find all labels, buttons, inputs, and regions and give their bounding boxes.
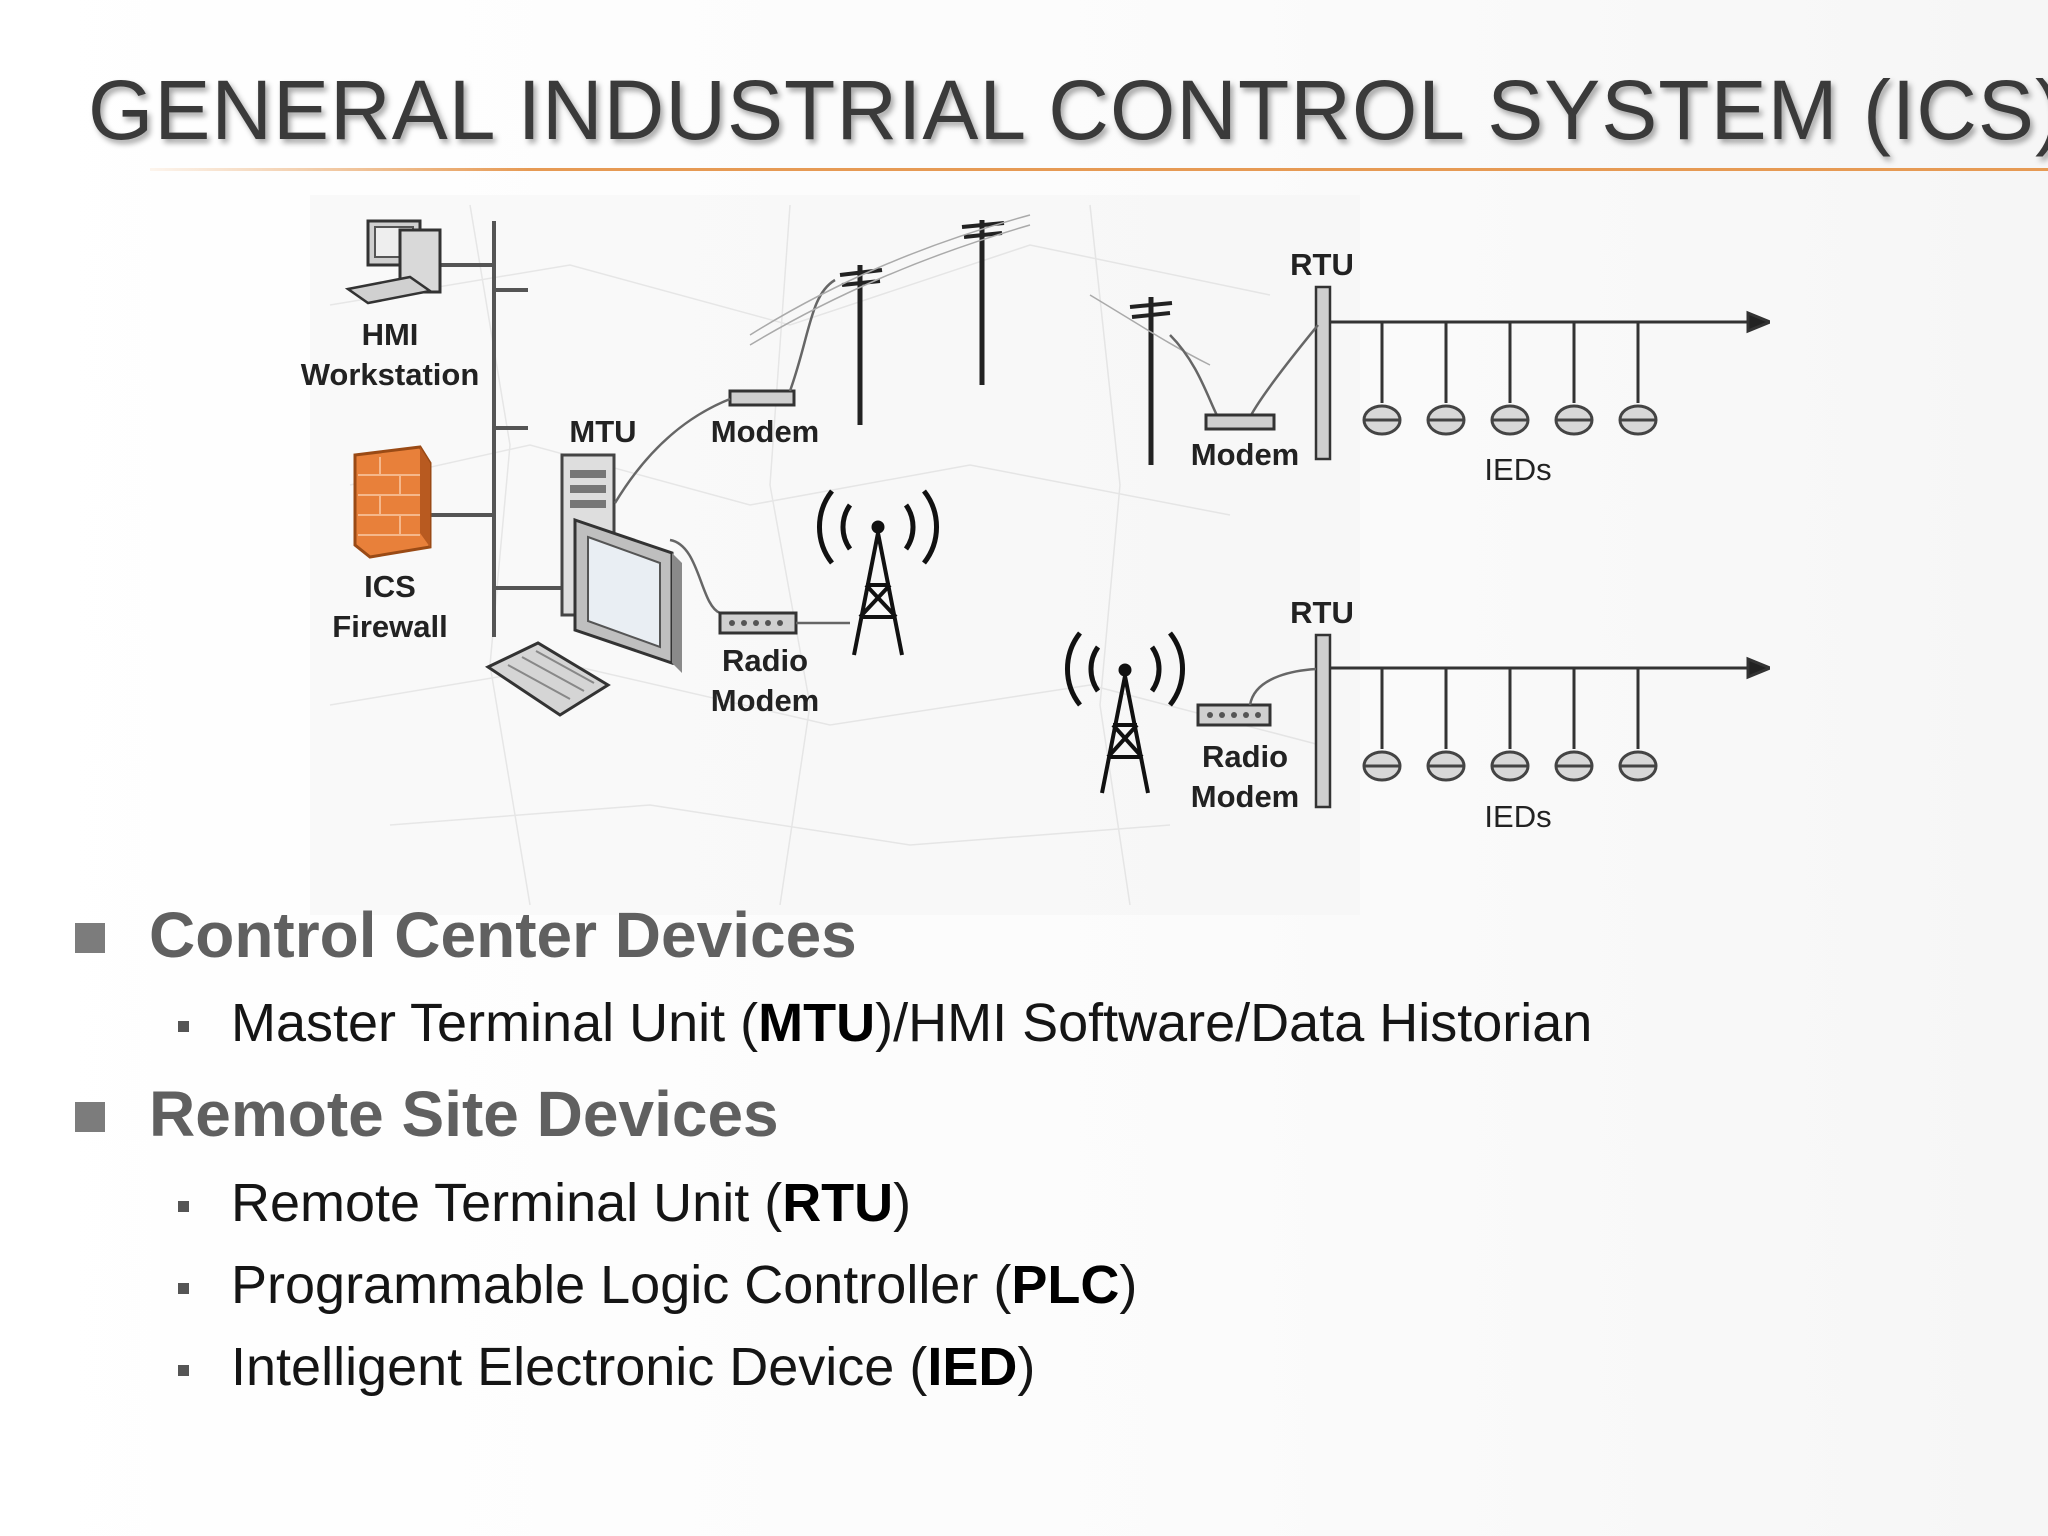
radio-top-label: Radio	[722, 643, 808, 678]
rtu-bottom-label: RTU	[1290, 595, 1354, 630]
radio-modem-bottom-icon	[1196, 703, 1272, 727]
radio-tower-top-icon	[817, 489, 939, 656]
radio-tower-bottom-icon	[1065, 631, 1185, 794]
modem-right-icon	[1204, 413, 1276, 431]
rtu-bottom-panel	[1314, 633, 1332, 809]
modem-top-label: Modem	[711, 414, 820, 449]
modem-right-label: Modem	[1191, 437, 1300, 472]
firewall-icon	[353, 445, 432, 559]
radio-modem-top-icon	[718, 611, 798, 635]
ied-bus-bottom	[1330, 656, 1770, 749]
utility-poles	[749, 214, 1211, 465]
ied-bus-top	[1330, 310, 1770, 403]
radio-modem-bottom-label: Modem	[1191, 779, 1300, 814]
slide-title: GENERAL INDUSTRIAL CONTROL SYSTEM (ICS)	[88, 63, 2048, 157]
rtu-top-panel	[1314, 285, 1332, 461]
keyboard-icon	[484, 641, 611, 717]
control-lan	[430, 221, 565, 637]
modem-top-icon	[728, 389, 796, 407]
modem-to-line-cable	[788, 278, 836, 392]
modem-right-to-rtu-cable	[1246, 324, 1319, 422]
radio-bottom-label: Radio	[1202, 739, 1288, 774]
ieds-top-icons	[1362, 404, 1658, 436]
rtu-top-label: RTU	[1290, 247, 1354, 282]
ieds-bottom-icons	[1362, 750, 1658, 782]
radio-bottom-to-rtu-cable	[1248, 667, 1317, 706]
hmi-workstation-icon	[344, 219, 442, 305]
workstation-label: Workstation	[301, 357, 480, 392]
title-underline	[150, 168, 2048, 171]
mtu-to-modem-cable	[613, 397, 731, 504]
ics-label: ICS	[364, 569, 416, 604]
ieds-top-label: IEDs	[1484, 452, 1551, 487]
mtu-label: MTU	[569, 414, 636, 449]
map-background	[310, 195, 1360, 915]
firewall-label: Firewall	[332, 609, 447, 644]
ics-network-diagram: HMI Workstation ICS Firewall MTU Modem	[301, 195, 1770, 915]
ieds-bottom-label: IEDs	[1484, 799, 1551, 834]
mtu-monitor-icon	[573, 517, 682, 673]
radio-modem-top-label: Modem	[711, 683, 820, 718]
hmi-label: HMI	[362, 317, 419, 352]
